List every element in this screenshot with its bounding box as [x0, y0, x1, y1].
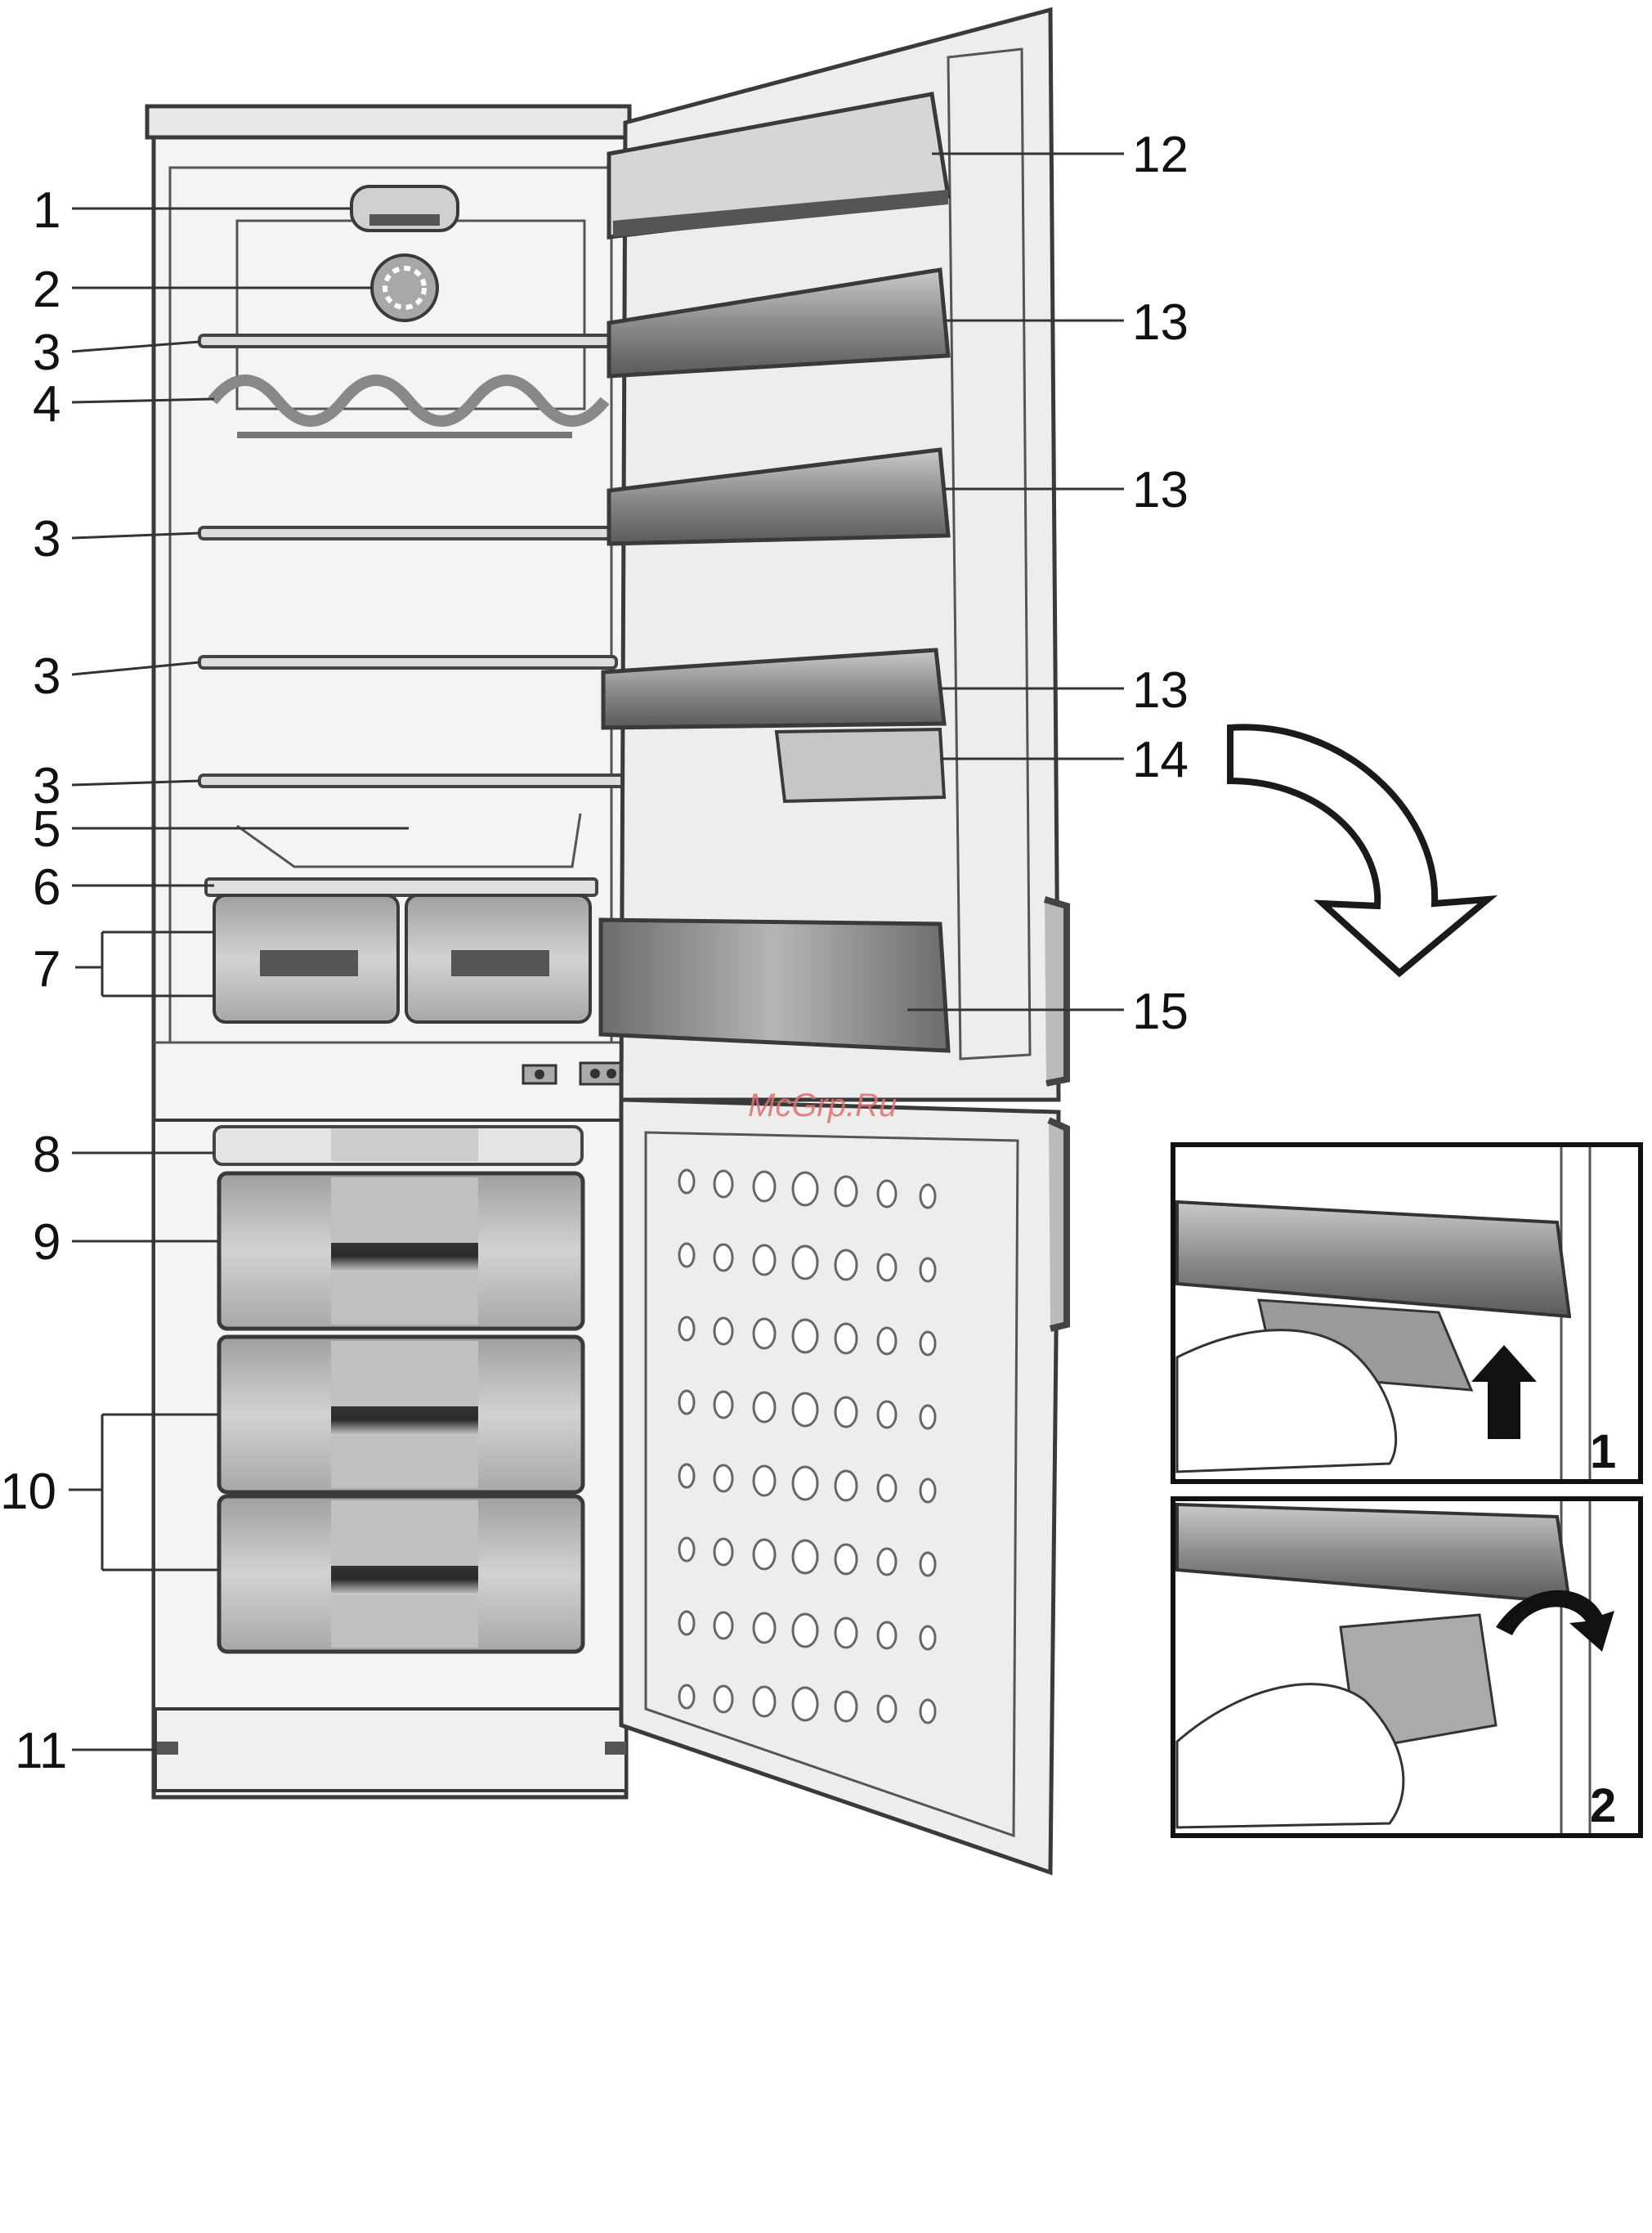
door-dimple — [793, 1467, 817, 1500]
door-dimple — [714, 1539, 732, 1565]
door-dimple — [679, 1317, 694, 1340]
door-dimple — [920, 1626, 935, 1649]
door-dimple — [920, 1406, 935, 1428]
callout-11: 11 — [15, 1723, 67, 1779]
callout-13: 13 — [1132, 462, 1189, 518]
door-dimple — [878, 1401, 896, 1428]
step-2-number: 2 — [1590, 1779, 1616, 1832]
door-dimple — [714, 1465, 732, 1491]
door-dimple — [835, 1250, 857, 1280]
step-panel-1: 1 — [1173, 1145, 1641, 1482]
door-dimple — [793, 1393, 817, 1426]
door-dimple — [714, 1318, 732, 1344]
door-dimple — [679, 1612, 694, 1634]
callout-7: 7 — [33, 941, 60, 998]
door-dimple — [835, 1692, 857, 1721]
door-dimple — [878, 1328, 896, 1354]
door-dimple — [835, 1324, 857, 1353]
door-dimple — [679, 1170, 694, 1193]
freezer-drawers — [219, 1173, 583, 1652]
door-dimple — [714, 1392, 732, 1418]
callout-3: 3 — [33, 648, 60, 705]
interior-light — [351, 186, 458, 231]
door-dimple — [878, 1475, 896, 1501]
callout-6: 6 — [33, 859, 60, 916]
callout-9: 9 — [33, 1214, 60, 1271]
callout-10: 10 — [0, 1464, 56, 1520]
step-1-number: 1 — [1590, 1425, 1616, 1478]
door-dimple — [714, 1612, 732, 1639]
door-dimple — [920, 1700, 935, 1723]
curved-arrow-icon — [1230, 727, 1488, 973]
door-dimple — [878, 1622, 896, 1648]
callout-8: 8 — [33, 1127, 60, 1183]
fan-vent — [372, 255, 437, 321]
door-dimple — [793, 1320, 817, 1352]
door-dimple — [754, 1540, 775, 1569]
callout-15: 15 — [1132, 984, 1189, 1040]
freezer-flap — [214, 1127, 582, 1164]
callout-3: 3 — [33, 511, 60, 567]
door-dimple — [920, 1332, 935, 1355]
door-dimple — [679, 1685, 694, 1708]
callout-13: 13 — [1132, 662, 1189, 719]
door-dimple — [878, 1181, 896, 1207]
watermark-text: McGrp.Ru — [748, 1087, 897, 1123]
door-dimple — [793, 1614, 817, 1647]
door-dimple — [920, 1185, 935, 1208]
callout-12: 12 — [1132, 127, 1189, 183]
door-dimple — [878, 1696, 896, 1722]
door-dimple — [835, 1471, 857, 1500]
door-dimple — [793, 1688, 817, 1720]
door-dimple — [920, 1553, 935, 1576]
door-dimple — [679, 1538, 694, 1561]
door-dimple — [679, 1464, 694, 1487]
door-dimple — [754, 1172, 775, 1201]
door-dimple — [754, 1466, 775, 1495]
door-dimple — [714, 1686, 732, 1712]
door-dimple — [714, 1244, 732, 1271]
door-dimple — [835, 1545, 857, 1574]
callout-13: 13 — [1132, 294, 1189, 351]
door-dimple — [754, 1687, 775, 1716]
door-dimple — [793, 1540, 817, 1573]
door-dimple — [754, 1613, 775, 1643]
door-dimple — [793, 1173, 817, 1205]
egg-holder — [777, 729, 944, 801]
door-dimple — [679, 1244, 694, 1267]
bottle-shelf — [601, 920, 948, 1051]
callout-1: 1 — [33, 182, 60, 239]
door-dimple — [835, 1397, 857, 1427]
door-dimple — [920, 1258, 935, 1281]
door-dimple — [835, 1618, 857, 1648]
door-dimple — [920, 1479, 935, 1502]
door-dimple — [835, 1177, 857, 1206]
door-dimple — [878, 1254, 896, 1280]
callout-14: 14 — [1132, 732, 1189, 788]
door-dimple — [754, 1319, 775, 1348]
door-dimple — [714, 1171, 732, 1197]
door-dimple — [754, 1392, 775, 1422]
door-dimple — [754, 1245, 775, 1275]
callout-3: 3 — [33, 325, 60, 381]
callout-4: 4 — [33, 376, 60, 433]
callout-2: 2 — [33, 262, 60, 318]
callout-5: 5 — [33, 801, 60, 858]
step-panel-2: 2 — [1173, 1499, 1641, 1836]
door-dimple — [793, 1246, 817, 1279]
door-dimple — [679, 1391, 694, 1414]
door-dimple — [878, 1549, 896, 1575]
